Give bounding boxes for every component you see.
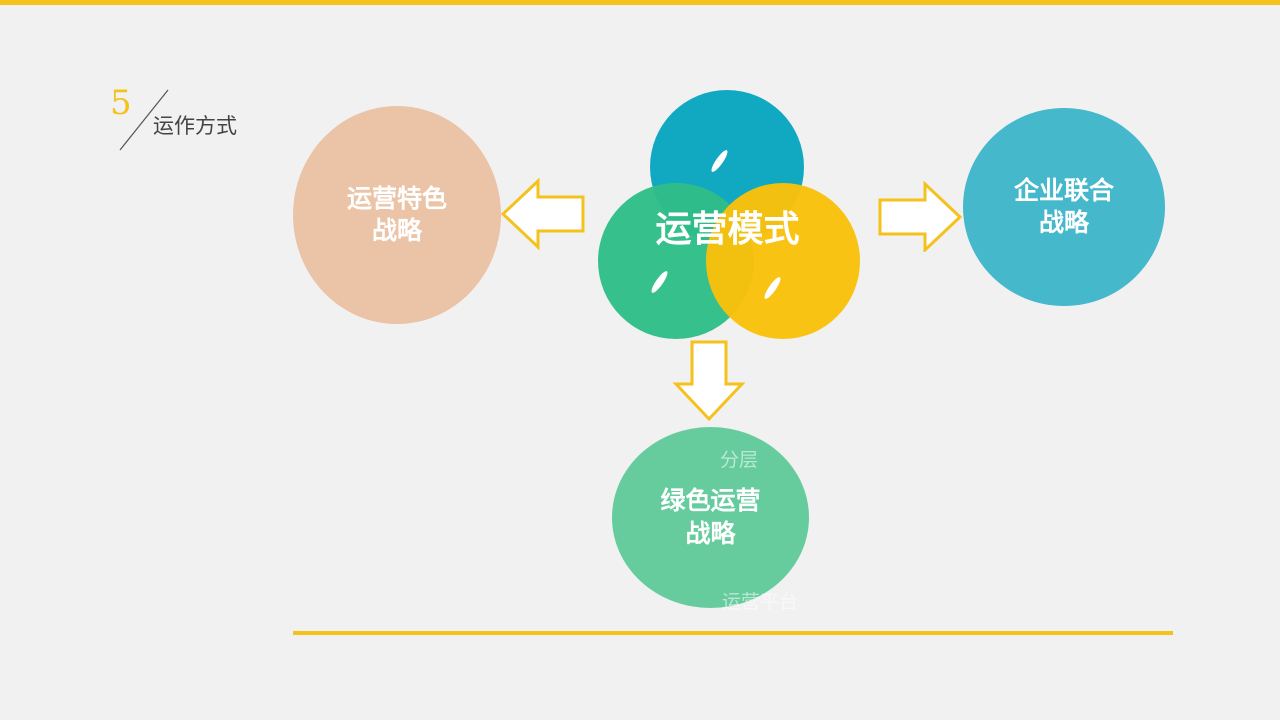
section-number: 5 [110, 83, 132, 123]
bottom-accent-rule [293, 631, 1173, 635]
venn-circle-yellow [706, 183, 860, 339]
strategy-circle-alliance: 企业联合 战略 [963, 108, 1165, 306]
strategy-label-features: 运营特色 战略 [346, 183, 447, 246]
arrow-right-icon [878, 180, 963, 252]
strategy-circle-green: 绿色运营 战略 [612, 427, 809, 608]
strategy-circle-features: 运营特色 战略 [293, 106, 501, 324]
strategy-label-green: 绿色运营 战略 [660, 486, 761, 548]
faint-text-upper: 分层 [720, 449, 759, 471]
arrow-down-icon [672, 340, 746, 422]
section-title: 运作方式 [153, 114, 237, 138]
strategy-label-alliance: 企业联合 战略 [1013, 175, 1114, 238]
top-accent-bar [0, 0, 1280, 5]
faint-text-lower: 运营平台 [722, 591, 799, 613]
arrow-left-icon [500, 178, 585, 250]
section-divider-slash [119, 89, 169, 151]
center-title: 运营模式 [655, 209, 800, 250]
